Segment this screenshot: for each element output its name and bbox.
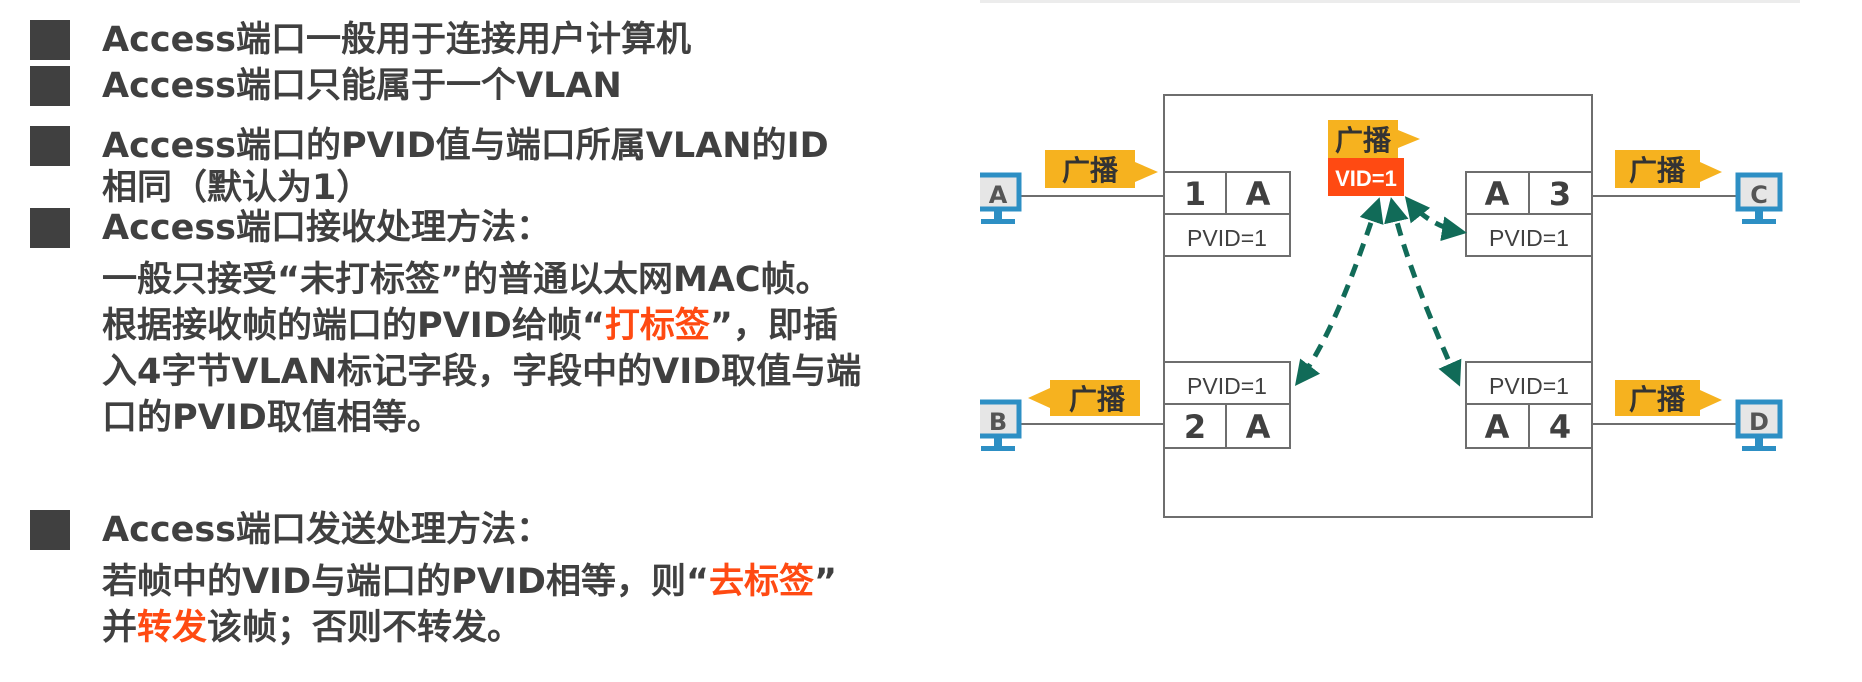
receive-detail-line: 一般只接受“未打标签”的普通以太网MAC帧。 [102,260,831,300]
receive-detail-line: 入4字节VLAN标记字段，字段中的VID取值与端 [102,352,862,392]
vid-label: VID=1 [1335,166,1397,191]
pvid-label: PVID=1 [1187,225,1267,251]
port-4: PVID=1 A 4 [1465,361,1593,449]
broadcast-arrow-c: 广播 [1615,150,1722,188]
svg-text:广播: 广播 [1629,383,1686,416]
tagged-frame: 广播 VID=1 [1328,120,1420,196]
broadcast-arrow-a: 广播 [1045,150,1158,188]
svg-text:广播: 广播 [1335,124,1392,157]
host-label: A [989,181,1008,209]
bullet-list: Access端口一般用于连接用户计算机 Access端口只能属于一个VLAN A… [30,0,910,682]
switch-diagram: 1 A PVID=1 A 3 PVID=1 PVID=1 2 A PV [980,0,1862,682]
bullet-square-icon [30,20,70,60]
host-b-monitor-icon: B [980,399,1022,451]
highlight-tag: 打标签 [604,306,710,346]
host-label: B [989,408,1007,436]
highlight-forward: 转发 [137,608,208,648]
bullet-text: Access端口只能属于一个VLAN [102,66,622,106]
receive-detail-line: 口的PVID取值相等。 [102,398,442,438]
port-type: A [1246,408,1271,446]
broadcast-arrow-top [1328,120,1420,158]
pvid-label: PVID=1 [1187,373,1267,399]
send-detail-line: 并转发该帧；否则不转发。 [102,608,523,648]
pvid-label: PVID=1 [1489,225,1569,251]
broadcast-arrow-d: 广播 [1615,380,1722,416]
bullet-square-icon [30,66,70,106]
top-divider [980,0,1800,3]
dashed-arrow-port3 [1404,196,1467,242]
port-number: 3 [1549,175,1571,213]
send-detail-line: 若帧中的VID与端口的PVID相等，则“去标签” [102,562,838,602]
bullet-text: Access端口发送处理方法： [102,510,551,550]
port-number: 1 [1184,175,1206,213]
port-number: 2 [1184,408,1206,446]
host-label: D [1749,408,1769,436]
highlight-untag: 去标签 [708,562,814,602]
bullet-text: Access端口的PVID值与端口所属VLAN的ID [102,126,829,166]
port-3: A 3 PVID=1 [1465,171,1593,257]
pvid-label: PVID=1 [1489,373,1569,399]
host-d-monitor-icon: D [1735,399,1783,451]
bullet-square-icon [30,208,70,248]
dashed-arrow-port2 [1294,197,1384,386]
host-label: C [1750,181,1768,209]
host-c-monitor-icon: C [1735,172,1783,224]
port-2: PVID=1 2 A [1163,361,1291,449]
switch-diagram-svg: 1 A PVID=1 A 3 PVID=1 PVID=1 2 A PV [980,94,1783,518]
vid-tag [1328,158,1404,196]
port-type: A [1485,408,1510,446]
port-number: 4 [1549,408,1571,446]
svg-text:广播: 广播 [1062,154,1119,187]
svg-text:广播: 广播 [1069,383,1126,416]
bullet-square-icon [30,510,70,550]
bullet-text-continued: 相同（默认为1） [102,168,372,208]
broadcast-arrow-b: 广播 [1028,380,1140,416]
host-a-monitor-icon: A [980,172,1022,224]
port-1: 1 A PVID=1 [1163,171,1291,257]
port-type: A [1246,175,1271,213]
dashed-arrow-port4 [1384,197,1462,387]
bullet-text: Access端口接收处理方法： [102,208,551,248]
bullet-square-icon [30,126,70,166]
svg-text:广播: 广播 [1629,154,1686,187]
receive-detail-line: 根据接收帧的端口的PVID给帧“打标签”，即插 [102,306,838,346]
port-type: A [1485,175,1510,213]
bullet-text: Access端口一般用于连接用户计算机 [102,20,691,60]
